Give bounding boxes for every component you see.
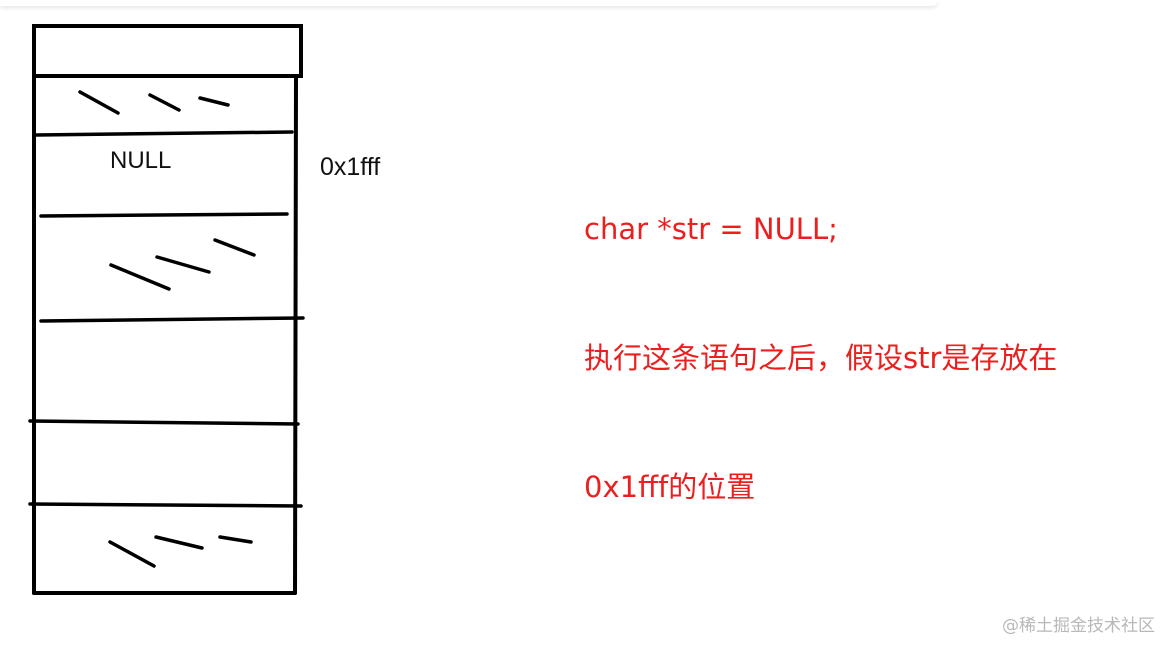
memory-address-label: 0x1fff [320,153,381,181]
annotation-line-location: 0x1fff的位置 [584,470,756,504]
cell-value-null: NULL [110,147,172,174]
watermark: @稀土掘金技术社区 [1002,616,1155,636]
memory-column-right-edge [293,74,298,595]
cell-divider [28,419,300,426]
cell-divider [28,502,303,508]
top-toolbar-edge [0,0,938,6]
hatch-marks [78,90,230,115]
hatch-marks [108,535,253,568]
hatch-marks [109,238,256,291]
cell-divider [39,212,289,218]
annotation-line-explanation: 执行这条语句之后，假设str是存放在 [584,341,1058,375]
annotation-line-code: char *str = NULL; [584,212,838,246]
annotation-text: char *str = NULL; 执行这条语句之后，假设str是存放在 0x1… [584,122,1057,595]
cell-divider [34,130,294,137]
memory-header-box [32,24,303,78]
cell-divider [39,316,305,323]
